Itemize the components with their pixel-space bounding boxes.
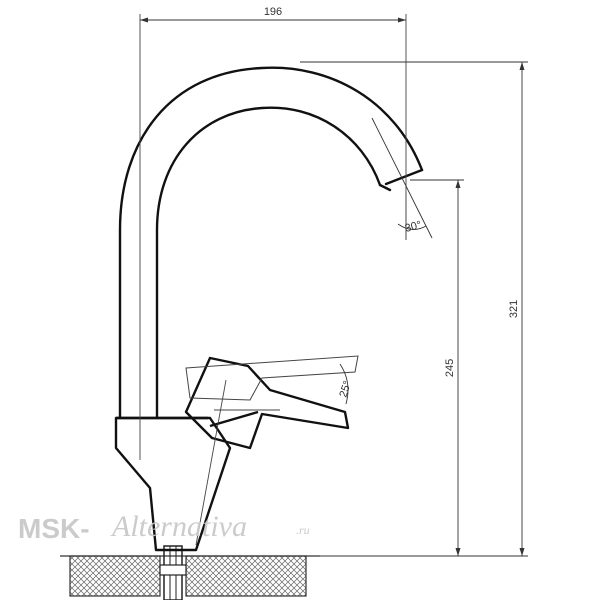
watermark-prefix: MSK- xyxy=(18,513,90,544)
dimension-spout-height xyxy=(410,179,464,556)
watermark-script: Alternativa xyxy=(110,510,247,543)
dimension-width xyxy=(140,17,406,23)
construction-lines xyxy=(139,14,407,546)
dimension-total-height-label: 321 xyxy=(508,300,520,318)
lever-angle-marker xyxy=(339,363,349,405)
dimension-spout-height-label: 245 xyxy=(444,359,456,377)
spout-angle-marker xyxy=(371,117,433,240)
lever-handle xyxy=(184,356,350,450)
watermark: MSK- Alternativa .ru xyxy=(18,510,310,544)
dimension-width-label: 196 xyxy=(264,6,282,18)
spout xyxy=(118,66,424,420)
spout-angle-label: 30° xyxy=(404,219,423,235)
lever-raised-position xyxy=(185,355,359,401)
watermark-suffix: .ru xyxy=(296,523,310,537)
lever-angle-label: 25° xyxy=(337,379,354,399)
mounting-stud xyxy=(159,545,187,600)
countertop-section xyxy=(60,555,320,597)
dimension-total-height xyxy=(300,61,528,557)
